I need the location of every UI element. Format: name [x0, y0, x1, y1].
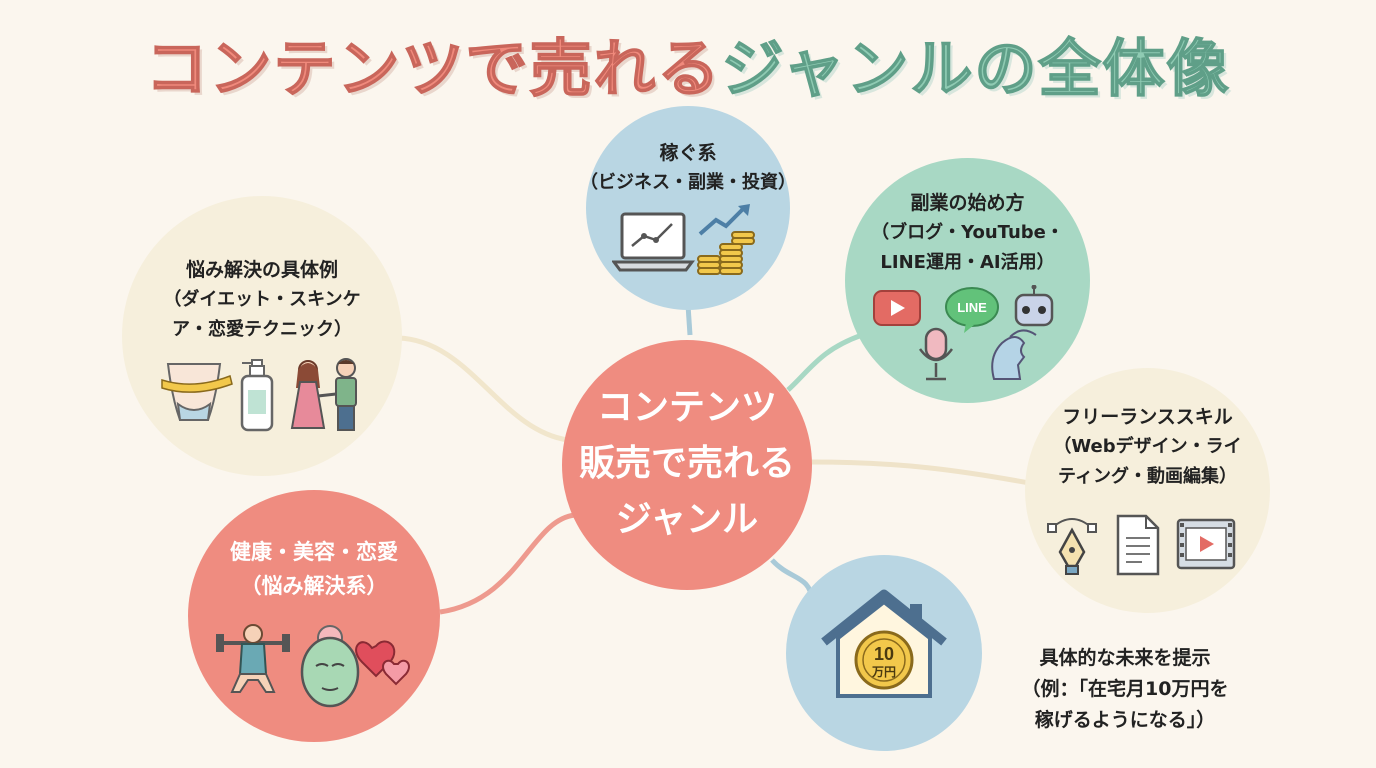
page-title: コンテンツで売れるジャンルの全体像: [0, 18, 1376, 108]
hearts-icon: [355, 640, 410, 686]
document-icon: [1116, 514, 1160, 576]
line-chat-icon: LINE: [945, 287, 999, 333]
ai-head-icon: [991, 329, 1037, 380]
coin-unit: 万円: [871, 665, 896, 679]
center-line3: ジャンル: [615, 499, 759, 540]
future-line3: 稼げるようになる」）: [1034, 709, 1216, 731]
title-part2: ジャンルの全体像: [721, 31, 1231, 106]
worries-label: 悩み解決の具体例 （ダイエット・スキンケ ア・恋愛テクニック）: [122, 255, 402, 345]
future-line2: （例：「在宅月10万円を: [1021, 678, 1229, 700]
house-coin-icon: 10 万円: [821, 589, 947, 698]
link-freelance: [811, 459, 1041, 488]
coins-growth-icon: [697, 204, 755, 275]
health-line1: 健康・美容・恋愛: [230, 540, 398, 564]
future-label: 具体的な未来を提示 （例：「在宅月10万円を 稼げるようになる」）: [995, 643, 1255, 736]
health-line2: （悩み解決系）: [240, 574, 388, 598]
link-worries: [397, 335, 569, 443]
freelance-line2: （Webデザイン・ライ: [1053, 436, 1242, 457]
link-health: [439, 512, 576, 615]
coin-value: 10: [874, 644, 894, 664]
link-side-job: [786, 332, 863, 392]
title-part1: コンテンツで売れる: [145, 31, 722, 106]
freelance-icons: [1047, 514, 1236, 576]
pen-tool-icon: [1047, 518, 1097, 575]
side-job-circle: [845, 158, 1090, 403]
video-film-icon: [1176, 518, 1236, 570]
face-mask-icon: [300, 625, 360, 708]
freelance-label: フリーランススキル （Webデザイン・ライ ティング・動画編集）: [1025, 402, 1270, 492]
side-job-icons: LINE: [873, 285, 1054, 381]
side-job-line2: （ブログ・YouTube・: [871, 222, 1064, 243]
line-icon-label: LINE: [957, 300, 987, 315]
freelance-line1: フリーランススキル: [1062, 406, 1233, 428]
lotion-bottle-icon: [240, 359, 274, 432]
future-line1: 具体的な未来を提示: [1039, 647, 1211, 669]
side-job-line3: LINE運用・AI活用）: [880, 252, 1055, 273]
earning-label: 稼ぐ系 （ビジネス・副業・投資）: [560, 138, 816, 198]
side-job-line1: 副業の始め方: [910, 192, 1025, 214]
center-line1: コンテンツ: [596, 387, 777, 428]
health-icons: [216, 624, 410, 708]
worries-line2: （ダイエット・スキンケ: [163, 289, 361, 310]
waist-measure-icon: [161, 363, 233, 421]
health-label: 健康・美容・恋愛 （悩み解決系）: [188, 535, 440, 603]
worries-line1: 悩み解決の具体例: [185, 259, 338, 281]
freelance-line3: ティング・動画編集）: [1058, 466, 1237, 487]
center-label: コンテンツ 販売で売れる ジャンル: [562, 380, 812, 548]
center-line2: 販売で売れる: [578, 443, 795, 484]
couple-icon: [290, 358, 357, 431]
worries-line3: ア・恋愛テクニック）: [172, 319, 352, 340]
earning-icons: [612, 204, 755, 275]
microphone-icon: [918, 327, 954, 381]
robot-icon: [1014, 285, 1054, 327]
worries-icons: [161, 358, 357, 432]
laptop-chart-icon: [612, 212, 695, 272]
earning-line2: （ビジネス・副業・投資）: [580, 172, 796, 193]
link-earning: [685, 304, 693, 336]
earning-line1: 稼ぐ系: [659, 142, 717, 164]
center-circle: [562, 340, 812, 590]
side-job-label: 副業の始め方 （ブログ・YouTube・ LINE運用・AI活用）: [845, 188, 1090, 278]
earning-circle: [586, 106, 790, 310]
weightlifter-icon: [216, 624, 290, 693]
youtube-icon: [873, 290, 921, 326]
